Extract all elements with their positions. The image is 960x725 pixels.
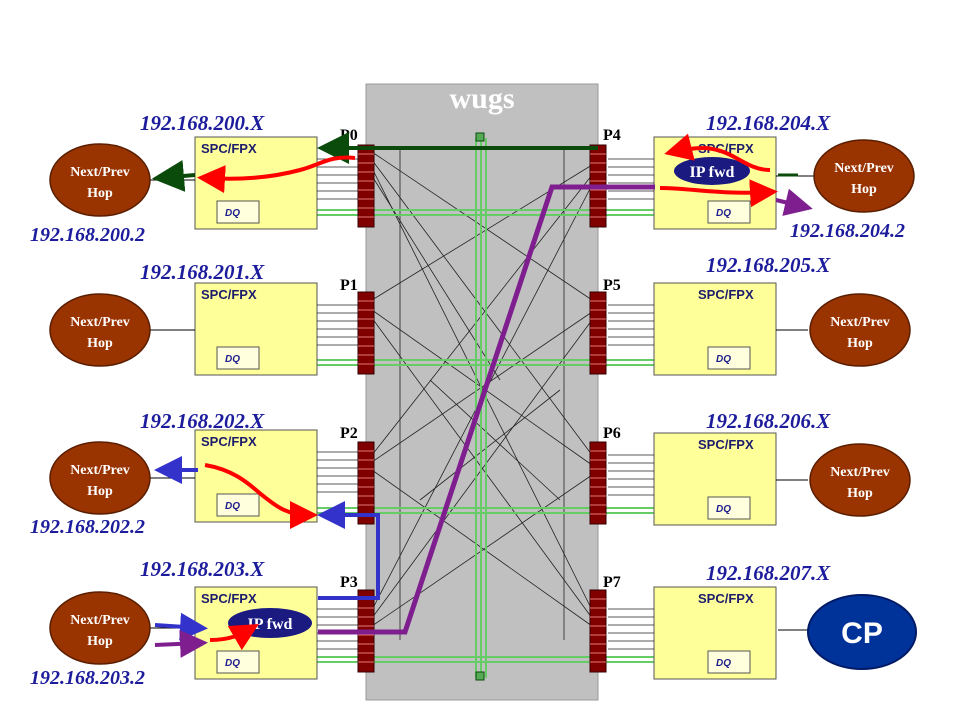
spc-fpx-label: SPC/FPX <box>698 141 754 156</box>
spc-fpx-label: SPC/FPX <box>201 434 257 449</box>
hop-label-line1: Next/Prev <box>70 165 130 180</box>
port-block-p2 <box>357 441 375 525</box>
dq-label: DQ <box>716 208 731 219</box>
subnet-label-201: 192.168.201.X <box>140 260 265 284</box>
spc-fpx-box-p5: SPC/FPX DQ <box>608 282 777 376</box>
dq-box <box>216 650 260 674</box>
hop-label-line1: Next/Prev <box>834 161 894 176</box>
port-label-p2: P2 <box>340 425 358 442</box>
port-label-p4: P4 <box>603 127 621 144</box>
host-label-202: 192.168.202.2 <box>30 516 145 538</box>
port-label-p3: P3 <box>340 574 358 591</box>
dq-box <box>707 496 751 520</box>
dq-label: DQ <box>225 658 240 669</box>
host-label-200: 192.168.200.2 <box>30 224 145 246</box>
hop-label-line2: Hop <box>87 634 113 649</box>
dq-label: DQ <box>716 658 731 669</box>
port-label-p6: P6 <box>603 425 621 442</box>
dq-box <box>216 346 260 370</box>
spc-fpx-box-p1: SPC/FPX DQ <box>194 282 358 376</box>
dq-box <box>216 493 260 517</box>
dq-box <box>216 200 260 224</box>
hop-label-line1: Next/Prev <box>70 315 130 330</box>
subnet-label-206: 192.168.206.X <box>706 409 831 433</box>
dq-label: DQ <box>225 208 240 219</box>
packet-paths <box>152 132 813 658</box>
green-horizontal-buses <box>260 209 700 663</box>
hop-label-line2: Hop <box>851 182 877 197</box>
cp-node <box>807 594 917 670</box>
spc-fpx-label: SPC/FPX <box>698 591 754 606</box>
dq-box <box>707 346 751 370</box>
subnet-label-202: 192.168.202.X <box>140 409 265 433</box>
hop-label-line1: Next/Prev <box>70 463 130 478</box>
port-block-p7 <box>589 589 607 673</box>
port-block-p6 <box>589 441 607 525</box>
subnet-label-207: 192.168.207.X <box>706 561 831 585</box>
hop-label-line2: Hop <box>87 336 113 351</box>
spc-fpx-box-p0: SPC/FPX DQ <box>194 136 358 230</box>
spc-fpx-label: SPC/FPX <box>201 591 257 606</box>
subnet-label-204: 192.168.204.X <box>706 111 831 135</box>
port-label-p7: P7 <box>603 574 621 591</box>
hop-label-line2: Hop <box>847 336 873 351</box>
cp-label: CP <box>841 617 883 650</box>
spc-fpx-label: SPC/FPX <box>698 437 754 452</box>
spc-fpx-box-p2: SPC/FPX DQ <box>194 429 358 523</box>
hop-label-line2: Hop <box>847 486 873 501</box>
host-label-204: 192.168.204.2 <box>790 220 905 242</box>
subnet-label-200: 192.168.200.X <box>140 111 265 135</box>
dq-label: DQ <box>225 354 240 365</box>
hop-label-line1: Next/Prev <box>70 613 130 628</box>
hop-label-line2: Hop <box>87 484 113 499</box>
switch-title: wugs <box>449 82 514 115</box>
spc-fpx-label: SPC/FPX <box>201 287 257 302</box>
spc-fpx-label: SPC/FPX <box>698 287 754 302</box>
hop-label-line2: Hop <box>87 186 113 201</box>
ip-fwd-label-p3: IP fwd <box>248 616 293 633</box>
port-label-p0: P0 <box>340 127 358 144</box>
spc-fpx-box-p7: SPC/FPX DQ <box>608 586 777 680</box>
dq-label: DQ <box>716 354 731 365</box>
dq-box <box>707 650 751 674</box>
ip-fwd-oval-p4 <box>674 157 750 185</box>
ip-fwd-label-p4: IP fwd <box>690 164 735 181</box>
port-block-p0 <box>357 144 375 228</box>
spc-fpx-box-p6: SPC/FPX DQ <box>608 432 777 526</box>
port-label-p5: P5 <box>603 277 621 294</box>
port-block-p1 <box>357 291 375 375</box>
hop-label-line1: Next/Prev <box>830 315 890 330</box>
subnet-label-203: 192.168.203.X <box>140 557 265 581</box>
hop-label-line1: Next/Prev <box>830 465 890 480</box>
spc-fpx-label: SPC/FPX <box>201 141 257 156</box>
subnet-label-205: 192.168.205.X <box>706 253 831 277</box>
dq-label: DQ <box>225 501 240 512</box>
dq-box <box>707 200 751 224</box>
port-block-p5 <box>589 291 607 375</box>
dq-label: DQ <box>716 504 731 515</box>
host-label-203: 192.168.203.2 <box>30 667 145 689</box>
port-label-p1: P1 <box>340 277 358 294</box>
